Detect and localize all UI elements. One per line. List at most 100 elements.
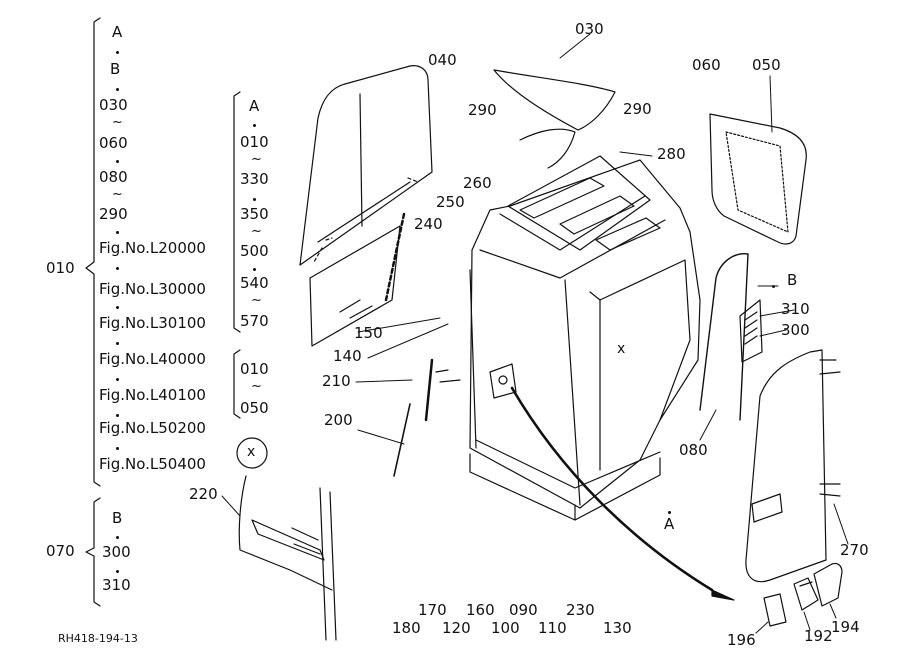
g070-item-300: 300	[102, 543, 131, 561]
callout-250: 250	[436, 193, 465, 211]
side-glass-040	[299, 65, 433, 266]
x-marker: x	[247, 444, 256, 460]
dot	[116, 342, 119, 345]
g010-item-b: B	[110, 60, 121, 78]
g010-item-030: 030	[99, 96, 128, 114]
g070-item-b: B	[112, 509, 123, 527]
detail-arrowhead	[711, 589, 735, 601]
sub-a-item-010: 010	[240, 133, 269, 151]
vent-grille	[739, 299, 763, 363]
door-latch	[489, 363, 517, 399]
callout-240: 240	[414, 215, 443, 233]
dot	[116, 306, 119, 309]
g010-item-l40000: Fig.No.L40000	[99, 350, 206, 368]
callout-194: 194	[831, 618, 860, 636]
roof-panel-030	[493, 69, 616, 169]
dot	[772, 285, 775, 288]
sub-a-item-500: 500	[240, 242, 269, 260]
group-070-label: 070	[46, 542, 75, 560]
range-tilde: ~	[251, 293, 262, 308]
leader-lines	[221, 33, 849, 634]
x-marker-circle	[236, 437, 268, 469]
bottom-100: 100	[491, 619, 520, 637]
sub-b-item-050: 050	[240, 399, 269, 417]
group-070-bracket	[85, 497, 101, 607]
x-marker-cab: x	[617, 341, 626, 357]
g010-item-l50400: Fig.No.L50400	[99, 455, 206, 473]
subgroup-a-bracket	[233, 91, 241, 333]
diagram-id: RH418-194-13	[58, 632, 138, 645]
cab-frame	[469, 159, 701, 521]
g010-item-l40100: Fig.No.L40100	[99, 386, 206, 404]
sub-b-item-010: 010	[240, 360, 269, 378]
range-tilde: ~	[251, 152, 262, 167]
g010-item-l30100: Fig.No.L30100	[99, 314, 206, 332]
dot	[116, 267, 119, 270]
callout-300: 300	[781, 321, 810, 339]
range-tilde: ~	[251, 224, 262, 239]
sub-a-item-570: 570	[240, 312, 269, 330]
callout-290-right: 290	[623, 100, 652, 118]
callout-192: 192	[804, 627, 833, 645]
dot	[116, 88, 119, 91]
callout-290-left: 290	[468, 101, 497, 119]
bottom-130: 130	[603, 619, 632, 637]
range-tilde: ~	[112, 115, 123, 130]
g010-item-l30000: Fig.No.L30000	[99, 280, 206, 298]
bottom-160: 160	[466, 601, 495, 619]
roof-skylights	[507, 155, 661, 251]
sub-a-item-350: 350	[240, 205, 269, 223]
callout-060: 060	[692, 56, 721, 74]
door-seal-080	[699, 253, 749, 421]
group-010-bracket	[85, 17, 101, 487]
rod-200	[393, 403, 411, 477]
dot	[116, 378, 119, 381]
callout-310: 310	[781, 300, 810, 318]
dot	[116, 414, 119, 417]
range-tilde: ~	[251, 379, 262, 394]
callout-040: 040	[428, 51, 457, 69]
callout-050: 050	[752, 56, 781, 74]
rear-glass-050	[709, 113, 807, 245]
g010-item-060: 060	[99, 134, 128, 152]
bottom-170: 170	[418, 601, 447, 619]
g010-item-080: 080	[99, 168, 128, 186]
g010-item-l50200: Fig.No.L50200	[99, 419, 206, 437]
bottom-090: 090	[509, 601, 538, 619]
g010-item-290: 290	[99, 205, 128, 223]
sub-a-item-a: A	[249, 97, 260, 115]
dot	[668, 511, 671, 514]
callout-196: 196	[727, 631, 756, 649]
dot	[116, 160, 119, 163]
lower-side-glass	[309, 212, 406, 347]
subgroup-b-bracket	[233, 349, 241, 419]
dot	[116, 536, 119, 539]
bottom-230: 230	[566, 601, 595, 619]
g070-item-310: 310	[102, 576, 131, 594]
callout-140: 140	[333, 347, 362, 365]
callout-260: 260	[463, 174, 492, 192]
callout-220: 220	[189, 485, 218, 503]
dot	[253, 198, 256, 201]
callout-080: 080	[679, 441, 708, 459]
callout-210: 210	[322, 372, 351, 390]
sub-a-item-540: 540	[240, 274, 269, 292]
cab-door	[745, 349, 841, 583]
marker-a: A	[664, 515, 675, 533]
callout-270: 270	[840, 541, 869, 559]
dot	[116, 51, 119, 54]
dot	[253, 124, 256, 127]
dot	[116, 570, 119, 573]
detail-parts	[763, 562, 843, 627]
range-tilde: ~	[112, 187, 123, 202]
callout-200: 200	[324, 411, 353, 429]
dot	[253, 268, 256, 271]
callout-280: 280	[657, 145, 686, 163]
group-010-label: 010	[46, 259, 75, 277]
callout-150: 150	[354, 324, 383, 342]
bottom-180: 180	[392, 619, 421, 637]
sub-a-item-330: 330	[240, 170, 269, 188]
dot	[116, 231, 119, 234]
